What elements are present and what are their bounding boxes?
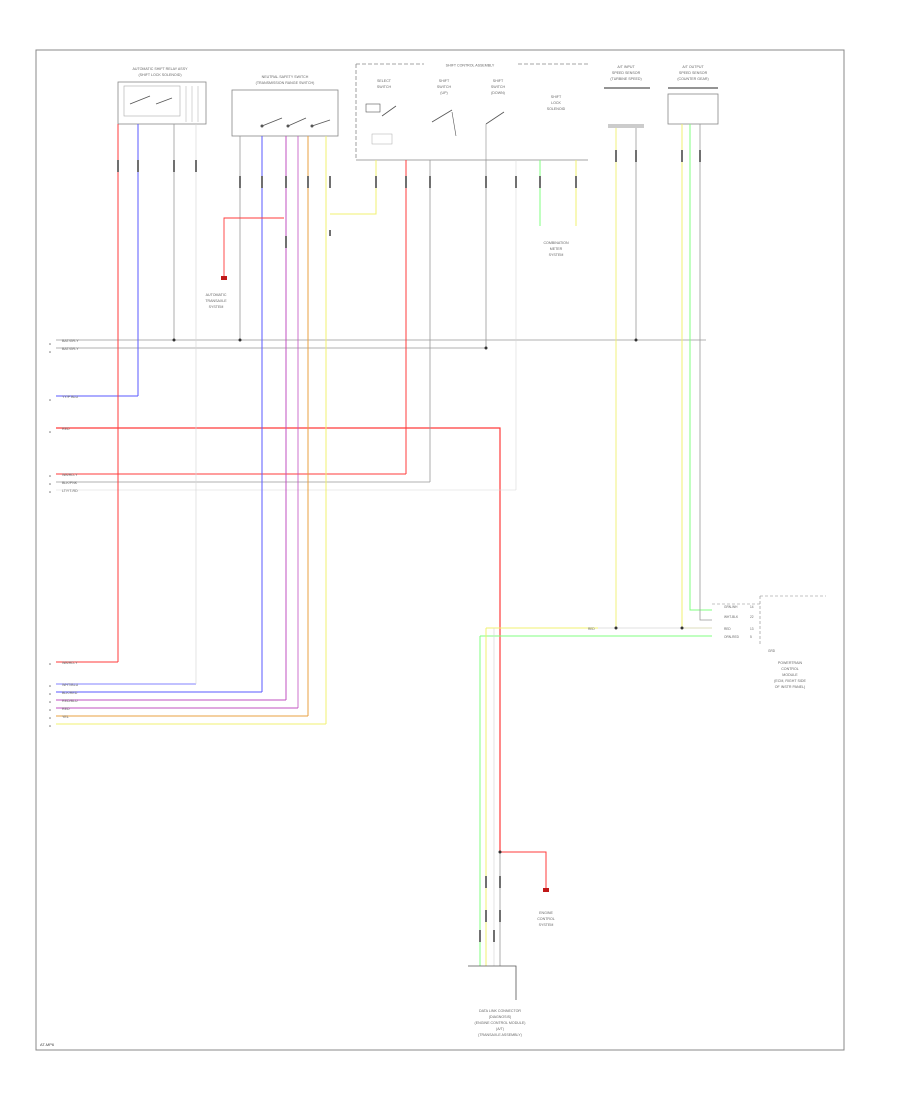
pcm-pin-label: GRN-WH (724, 605, 738, 609)
heater-a: A/T INPUT SPEED SENSOR (TURBINE SPEED) (604, 65, 650, 128)
footer-label: AT-MP6 (40, 1042, 55, 1047)
shift-switch-down-label-1: SHIFT (493, 79, 504, 83)
select-switch-label-2: SWITCH (377, 85, 392, 89)
bus-label: YY/P BLU (62, 395, 79, 399)
bus-label: RED/BLU (62, 699, 78, 703)
select-switch-label-1: SELECT (377, 79, 392, 83)
bus-labels: BAT/GR-Y BAT/GR-Y YY/P BLU RED WB/RD-Y B… (49, 339, 79, 727)
heater-b-label-3: (COUNTER GEAR) (677, 77, 708, 81)
powertrain-module-label-1: POWERTRAIN (778, 661, 803, 665)
ground-mid: COMBINATION METER SYSTEM (543, 241, 568, 257)
bus-label: BAT/GR-Y (62, 347, 79, 351)
neutral-safety-switch-label-2: (TRANSMISSION RANGE SWITCH) (256, 81, 315, 85)
neutral-safety-switch-label-1: NEUTRAL SAFETY SWITCH (262, 75, 309, 79)
powertrain-module-label-4: (ECM, RIGHT SIDE (774, 679, 806, 683)
diagram-frame (35, 49, 845, 1051)
shift-switch-down-label-3: (DOWN) (491, 91, 505, 95)
ground-bottom-label-1: ENGINE (539, 911, 553, 915)
vertical-wires (117, 124, 712, 966)
bus-label: BAT/GR-Y (62, 339, 79, 343)
bus-lines (56, 160, 706, 852)
pcm-pin-number: 14 (750, 605, 754, 609)
bus-label: RED (62, 707, 70, 711)
heater-b-label-2: SPEED SENSOR (679, 71, 708, 75)
shift-solenoid-relay-label-1: AUTOMATIC SHIFT RELAY ASSY (133, 67, 189, 71)
heater-a-label-2: SPEED SENSOR (612, 71, 641, 75)
heater-a-label-3: (TURBINE SPEED) (610, 77, 641, 81)
bus-label: WB/RD-Y (62, 661, 78, 665)
heater-b-label-1: A/T OUTPUT (682, 65, 704, 69)
data-link-label-5: (TRANSAXLE ASSEMBLY) (478, 1033, 522, 1037)
pcm-bottom-label: RED (588, 627, 595, 631)
data-link-label-3: (ENGINE CONTROL MODULE) (475, 1021, 526, 1025)
pcm-pin-number: 22 (750, 615, 754, 619)
data-link-label-1: DATA LINK CONNECTOR (479, 1009, 521, 1013)
pcm-pin-number: 13 (750, 627, 754, 631)
data-link-connector: DATA LINK CONNECTOR (DIAGNOSIS) (ENGINE … (468, 965, 526, 1037)
pcm-ground-label: GRD (768, 649, 776, 653)
bus-label: RED (62, 427, 70, 431)
pcm-pin-label: ORN-RED (724, 635, 740, 639)
powertrain-module: GRN-WH WHT-BLK RED ORN-RED 14 22 13 5 RE… (588, 595, 826, 689)
powertrain-module-label-2: CONTROL (781, 667, 799, 671)
bus-label: BLK/PNK (62, 481, 78, 485)
ground-bottom-label-2: CONTROL (537, 917, 555, 921)
shift-lock-solenoid-label-1: SHIFT (551, 95, 562, 99)
shift-switch-up-label-2: SWITCH (437, 85, 452, 89)
bus-label: YEL (62, 715, 69, 719)
ground-left: AUTOMATIC TRANSAXLE SYSTEM (205, 276, 227, 309)
pcm-pin-number: 5 (750, 635, 752, 639)
bus-label: WHT/BLU (62, 683, 79, 687)
ground-mid-label-2: METER (550, 247, 563, 251)
shift-switch-down-label-2: SWITCH (491, 85, 506, 89)
shift-control-assembly-label: SHIFT CONTROL ASSEMBLY (446, 64, 495, 68)
shift-lock-solenoid-label-3: SOLENOID (547, 107, 566, 111)
bus-label: LT/YT-RD (62, 489, 78, 493)
ground-bottom: ENGINE CONTROL SYSTEM (537, 888, 555, 927)
shift-solenoid-relay: AUTOMATIC SHIFT RELAY ASSY (SHIFT LOCK S… (117, 67, 207, 125)
shift-control-assembly: SHIFT CONTROL ASSEMBLY SELECT SWITCH SHI… (355, 62, 588, 161)
data-link-label-4: (A/T) (496, 1027, 504, 1031)
ground-bottom-label-3: SYSTEM (539, 923, 554, 927)
heater-a-label-1: A/T INPUT (617, 65, 635, 69)
junction-dots (172, 338, 684, 854)
shift-switch-up-label-3: (UP) (440, 91, 447, 95)
data-link-label-2: (DIAGNOSIS) (489, 1015, 511, 1019)
connector-marks (117, 150, 701, 942)
shift-switch-up-label-1: SHIFT (439, 79, 450, 83)
powertrain-module-label-3: MODULE (782, 673, 798, 677)
ground-mid-label-3: SYSTEM (549, 253, 564, 257)
ground-left-label-1: AUTOMATIC (206, 293, 227, 297)
bus-label: BLK/RED (62, 691, 78, 695)
pcm-pin-label: WHT-BLK (724, 615, 739, 619)
bus-label: WB/RD-Y (62, 473, 78, 477)
neutral-safety-switch: NEUTRAL SAFETY SWITCH (TRANSMISSION RANG… (231, 75, 339, 137)
heater-b: A/T OUTPUT SPEED SENSOR (COUNTER GEAR) (667, 65, 719, 125)
shift-solenoid-relay-label-2: (SHIFT LOCK SOLENOID) (138, 73, 181, 77)
ground-left-label-2: TRANSAXLE (205, 299, 227, 303)
pcm-pin-label: RED (724, 627, 731, 631)
powertrain-module-label-5: OF INSTR PANEL) (775, 685, 805, 689)
ground-mid-label-1: COMBINATION (543, 241, 568, 245)
shift-lock-solenoid-label-2: LOCK (551, 101, 561, 105)
ground-left-label-3: SYSTEM (209, 305, 224, 309)
